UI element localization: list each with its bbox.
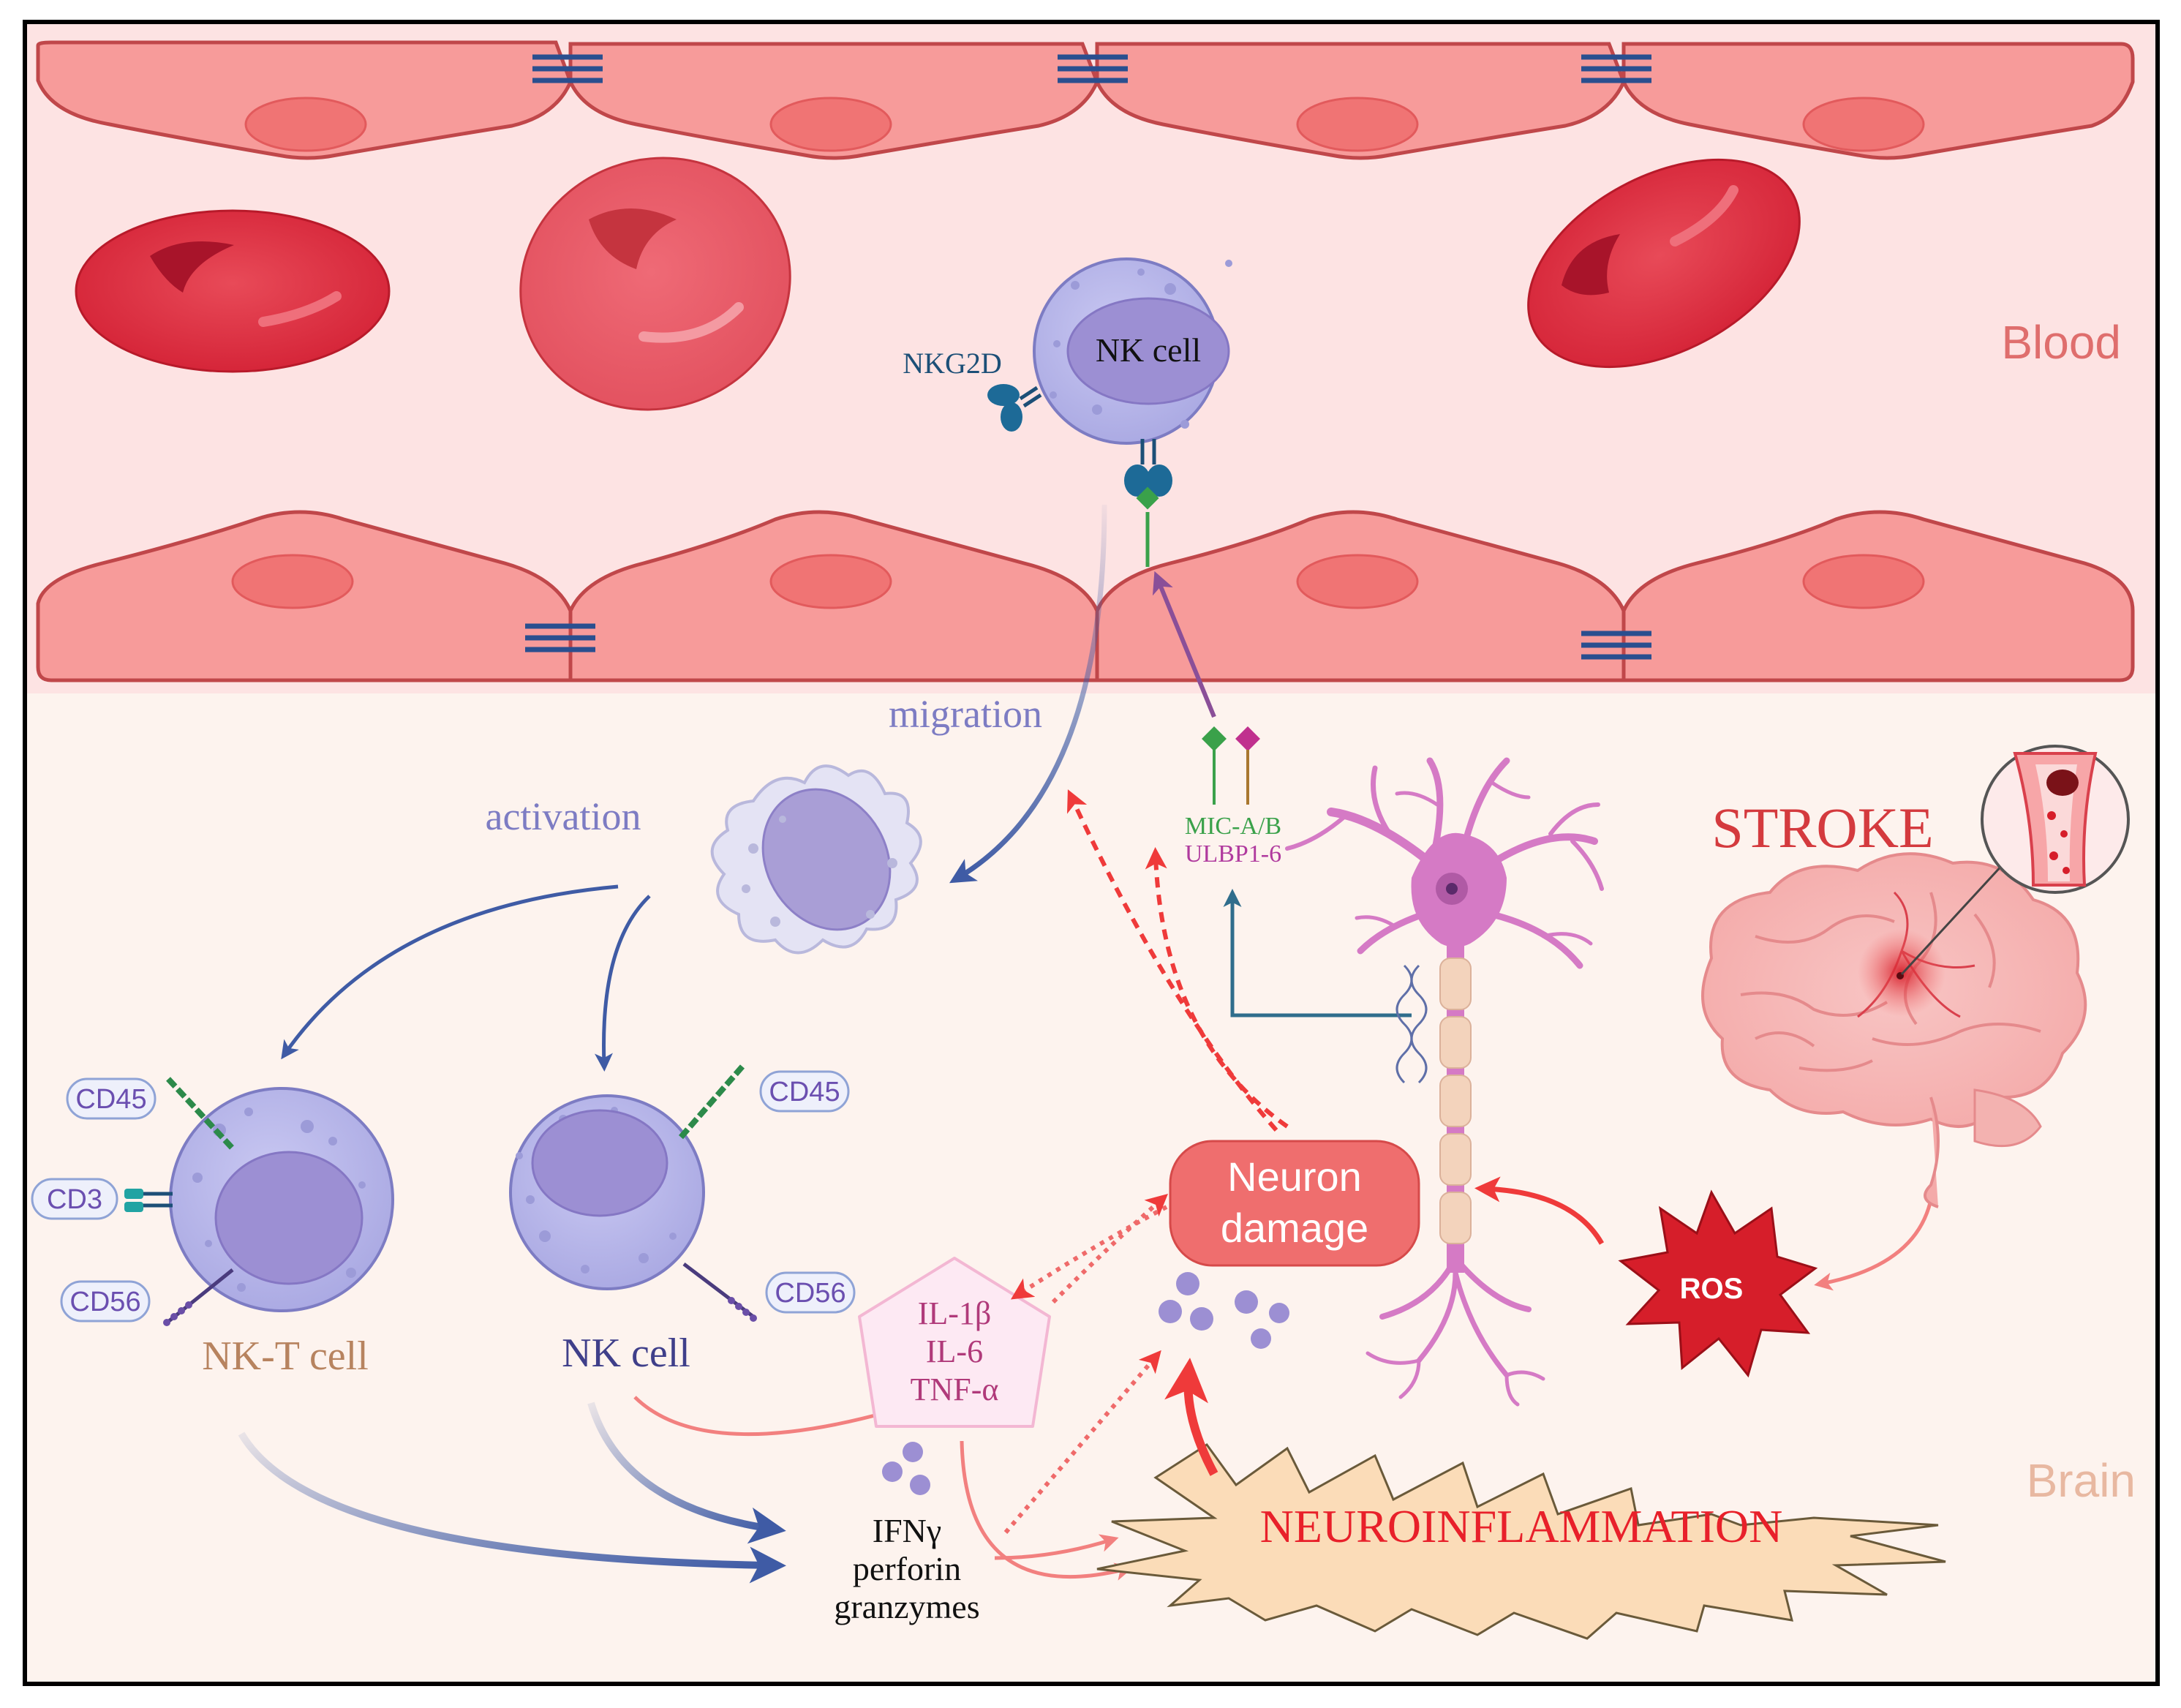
nkt-cd45-receptor [166, 1077, 235, 1151]
neuroinflammation-burst [1096, 1442, 1946, 1640]
granzymes-label: granzymes [834, 1588, 979, 1625]
cd3-label: CD3 [47, 1184, 102, 1215]
cd56-right-label: CD56 [775, 1278, 845, 1309]
brain-label: Brain [2027, 1454, 2136, 1507]
cd45-right-label: CD45 [769, 1077, 840, 1107]
red-blood-cell-3 [1527, 158, 1801, 369]
nkt-cell-label: NK-T cell [202, 1333, 369, 1379]
nk-to-effectors-arrow [587, 1402, 786, 1544]
nk-cd45-receptor [676, 1064, 745, 1142]
neuron-axon [1439, 944, 1472, 1273]
migration-label: migration [889, 692, 1042, 736]
tight-junctions-bottom [525, 623, 1651, 660]
neuroinflammation-to-granules-arrow [1164, 1358, 1218, 1476]
cd56-left-label: CD56 [69, 1287, 140, 1317]
ros-burst [1618, 1189, 1818, 1378]
vessel-clot-inset [1981, 745, 2130, 894]
ulbp-ligand [1235, 726, 1260, 805]
cd45-left-tag: CD45 [66, 1077, 157, 1120]
stroke-label: STROKE [1711, 796, 1933, 859]
activation-label: activation [486, 794, 641, 838]
damage-to-ligands-dotted-arrow [1145, 847, 1289, 1129]
nk-cd56-receptor [682, 1263, 757, 1322]
effector-granules [882, 1442, 930, 1495]
tight-junctions-top [532, 54, 1651, 83]
cytokine-granules [1159, 1272, 1289, 1349]
red-blood-cell-2 [519, 157, 791, 411]
nkt-cd3-receptor [124, 1189, 173, 1212]
tnfa-label: TNF-α [911, 1372, 999, 1407]
migration-arrow [949, 504, 1107, 884]
blood-label: Blood [2001, 316, 2121, 369]
cytokine-pentagon [858, 1257, 1051, 1428]
nk-cell-brain [509, 1094, 705, 1290]
nk-to-cytokines-arrow [633, 1396, 896, 1437]
cd3-tag: CD3 [31, 1178, 118, 1220]
nkt-cd56-receptor [163, 1268, 234, 1326]
ros-label: ROS [1680, 1273, 1744, 1305]
ligand-to-vessel-arrow [1152, 571, 1216, 718]
cd56-left-tag: CD56 [60, 1280, 151, 1323]
ulbp-label: ULBP1-6 [1185, 840, 1281, 868]
effectors-to-neuroinflammation-arrow [994, 1534, 1119, 1560]
il6-label: IL-6 [926, 1333, 983, 1369]
nkt-cell [169, 1087, 394, 1312]
brain-illustration [1701, 852, 2087, 1208]
cd56-right-tag: CD56 [765, 1271, 856, 1314]
ros-to-neuron-arrow [1474, 1176, 1605, 1245]
endothelium-bottom-nuclei [231, 554, 1925, 609]
nkg2d-receptor-left [987, 384, 1042, 432]
nk-cell-brain-label: NK cell [562, 1331, 690, 1376]
dna-icon [1395, 964, 1428, 1084]
neuron-damage-box [1169, 1140, 1420, 1267]
neuron-damage-label-1: Neuron [1227, 1154, 1362, 1200]
brain-to-ros-arrow [1814, 1199, 1933, 1291]
damage-to-activation-dotted-arrow [1066, 789, 1278, 1132]
neuron-damage-label-2: damage [1221, 1205, 1368, 1251]
nkg2d-ligand-complex [1124, 439, 1172, 567]
outer-frame [23, 20, 2160, 1686]
cd45-left-label: CD45 [75, 1084, 146, 1115]
nkt-to-effectors-arrow [238, 1432, 786, 1584]
damage-to-cytokines-dotted-arrow [1010, 1205, 1168, 1300]
neuron-soma [1411, 832, 1507, 947]
mic-ab-label: MIC-A/B [1185, 813, 1281, 840]
cd45-right-tag: CD45 [759, 1070, 850, 1113]
mic-ab-ligand [1202, 726, 1227, 805]
activation-to-nkt-arrow [281, 884, 619, 1060]
nkg2d-label: NKG2D [903, 347, 1002, 380]
nk-cell-blood [1033, 257, 1232, 445]
effectors-to-granules-dotted-arrow [1003, 1350, 1161, 1534]
il1b-label: IL-1β [918, 1295, 992, 1331]
ifng-label: IFNγ [873, 1512, 941, 1549]
nk-cell-blood-label: NK cell [1096, 331, 1201, 369]
endothelium-top-nuclei [244, 97, 1925, 152]
neuroinflammation-label: NEUROINFLAMMATION [1260, 1500, 1783, 1552]
activation-to-nk-arrow [594, 895, 651, 1072]
activated-nk-cell [710, 764, 922, 955]
dna-to-ligands-arrow [1223, 889, 1412, 1017]
red-blood-cell-1 [75, 209, 391, 373]
perforin-label: perforin [853, 1550, 961, 1587]
